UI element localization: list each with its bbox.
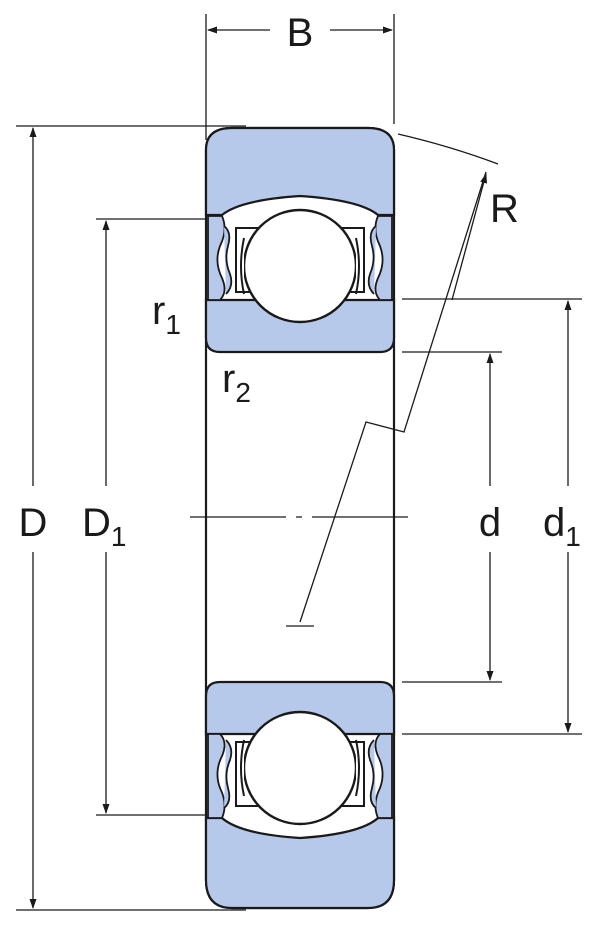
label-D: D [19, 501, 48, 545]
label-D1: D1 [82, 501, 126, 552]
outer-ring-top [204, 126, 396, 217]
dimension-d: d [402, 351, 502, 683]
inner-ring-top [204, 298, 396, 354]
dimension-D1: D1 [82, 218, 206, 816]
label-r2: r2 [222, 357, 251, 408]
ball-assembly-top [207, 208, 393, 324]
label-B: B [287, 11, 314, 55]
inner-ring-bottom [204, 680, 396, 736]
bearing-body [204, 126, 396, 910]
ball-top [242, 208, 358, 324]
dimension-R: R [286, 133, 519, 627]
label-d1: d1 [543, 501, 581, 552]
ball-assembly-bottom [207, 710, 393, 826]
dimension-d1: d1 [402, 298, 582, 735]
dimension-B: B [205, 11, 395, 140]
ball-bottom [242, 710, 358, 826]
label-r1: r1 [152, 289, 181, 340]
label-R: R [490, 187, 519, 231]
label-d: d [479, 501, 501, 545]
dimension-D: D [16, 125, 246, 911]
